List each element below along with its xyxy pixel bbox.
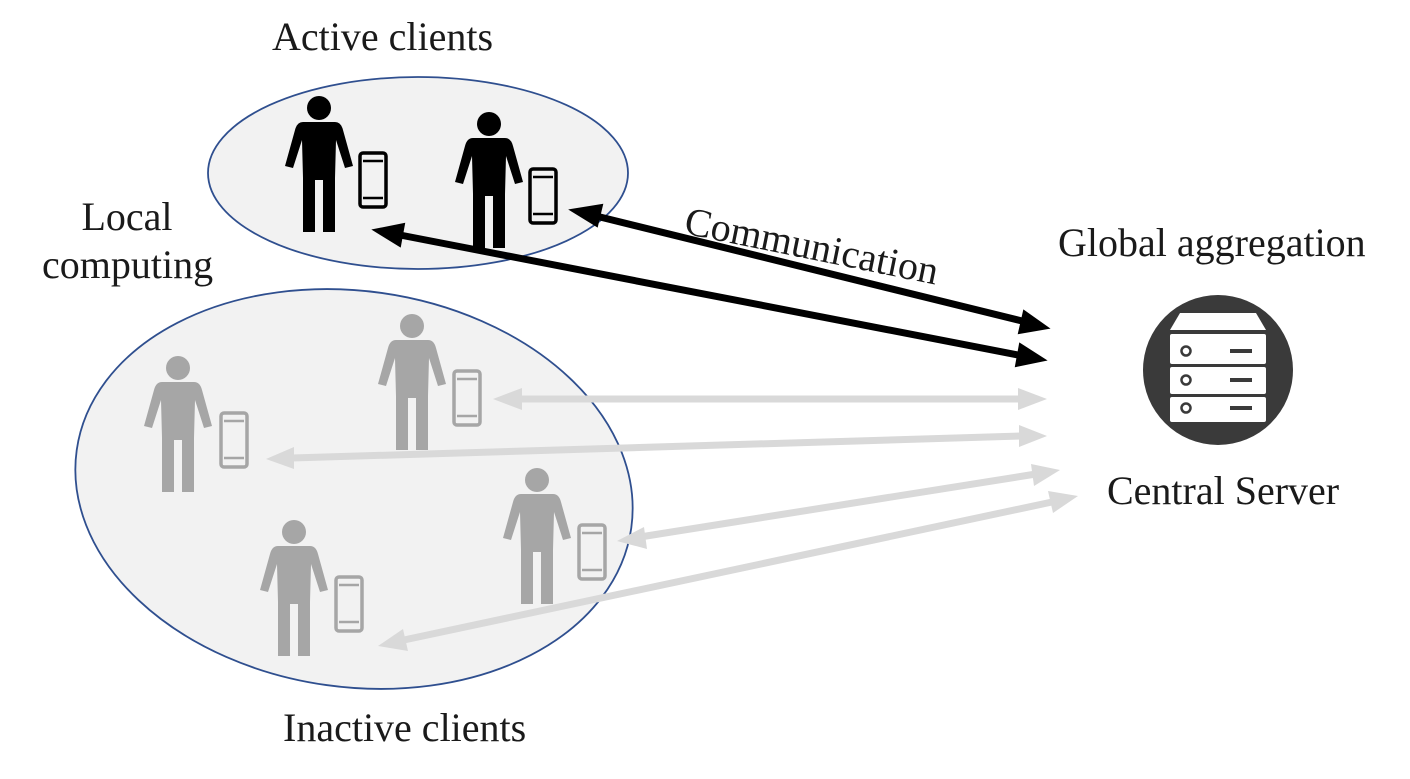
active-arrow-2 <box>371 222 1048 368</box>
local-computing-label: Local computing <box>42 193 214 289</box>
inactive-arrow-4 <box>378 491 1078 651</box>
active-communication-arrows <box>371 203 1051 368</box>
server-rack-icon <box>1143 295 1293 445</box>
active-arrow-1 <box>568 203 1051 335</box>
inactive-communication-arrows <box>266 388 1078 651</box>
central-server-label: Central Server <box>1107 468 1340 513</box>
inactive-clients-group <box>74 288 634 690</box>
inactive-arrow-1 <box>493 388 1047 410</box>
active-clients-label: Active clients <box>272 14 494 59</box>
global-aggregation-label: Global aggregation <box>1058 220 1366 265</box>
local-computing-line2: computing <box>42 242 214 287</box>
inactive-clients-label: Inactive clients <box>283 705 527 750</box>
inactive-arrow-3 <box>617 464 1060 549</box>
inactive-arrow-2 <box>266 425 1047 469</box>
local-computing-line1: Local <box>81 194 173 239</box>
